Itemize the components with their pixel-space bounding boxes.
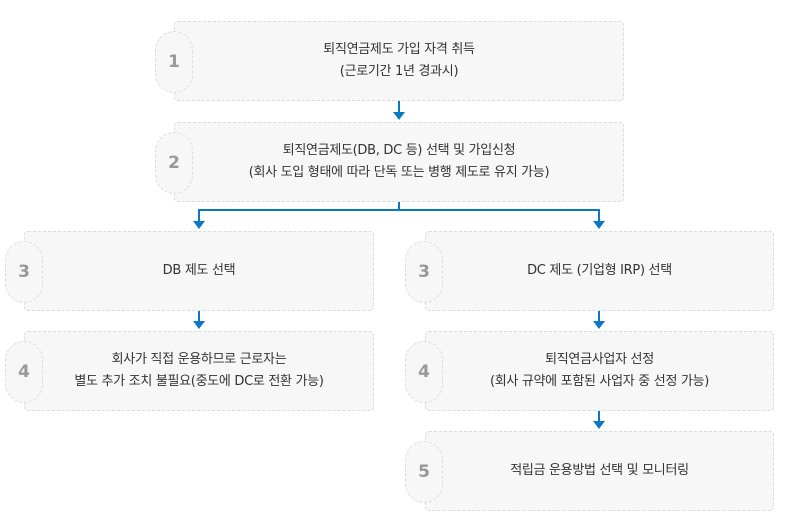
connector-line — [598, 209, 600, 222]
step-1-box: 퇴직연금제도 가입 자격 취득 (근로기간 1년 경과시) — [174, 21, 624, 101]
step-4-db-badge: 4 — [5, 341, 43, 403]
connector-line — [398, 101, 400, 113]
step-1-title: 퇴직연금제도 가입 자격 취득 — [323, 42, 475, 57]
step-1-badge: 1 — [155, 31, 193, 93]
connector-line — [598, 311, 600, 322]
connector-line — [598, 411, 600, 422]
step-5-dc-title: 적립금 운용방법 선택 및 모니터링 — [510, 463, 689, 478]
step-4-dc-line1: 퇴직연금사업자 선정 — [545, 352, 654, 367]
step-2-note: (회사 도입 형태에 따라 단독 또는 병행 제도로 유지 가능) — [248, 165, 550, 180]
step-4-db-line1: 회사가 직접 운용하므로 근로자는 — [111, 352, 287, 367]
step-4-db-box: 회사가 직접 운용하므로 근로자는 별도 추가 조치 불필요(중도에 DC로 전… — [24, 331, 374, 411]
connector-line — [198, 209, 200, 222]
step-4-dc-box: 퇴직연금사업자 선정 (회사 규약에 포함된 사업자 중 선정 가능) — [425, 331, 774, 411]
arrow-down-icon — [593, 321, 605, 329]
step-1-note: (근로기간 1년 경과시) — [339, 64, 459, 79]
step-3-db-badge: 3 — [5, 241, 43, 303]
step-3-dc-title: DC 제도 (기업형 IRP) 선택 — [527, 263, 672, 278]
connector-line — [198, 311, 200, 322]
step-3-db-box: DB 제도 선택 — [24, 231, 374, 311]
connector-line — [198, 209, 600, 211]
step-3-dc-box: DC 제도 (기업형 IRP) 선택 — [425, 231, 774, 311]
step-2-box: 퇴직연금제도(DB, DC 등) 선택 및 가입신청 (회사 도입 형태에 따라… — [174, 122, 624, 202]
step-4-db-line2: 별도 추가 조치 불필요(중도에 DC로 전환 가능) — [74, 374, 324, 389]
step-5-dc-box: 적립금 운용방법 선택 및 모니터링 — [425, 431, 774, 511]
arrow-down-icon — [193, 221, 205, 229]
step-2-title: 퇴직연금제도(DB, DC 등) 선택 및 가입신청 — [282, 143, 516, 158]
arrow-down-icon — [193, 321, 205, 329]
arrow-down-icon — [593, 421, 605, 429]
step-5-dc-badge: 5 — [405, 441, 443, 503]
arrow-down-icon — [593, 221, 605, 229]
step-3-dc-badge: 3 — [405, 241, 443, 303]
step-2-badge: 2 — [155, 132, 193, 194]
arrow-down-icon — [393, 112, 405, 120]
step-3-db-title: DB 제도 선택 — [162, 263, 236, 278]
step-4-dc-badge: 4 — [405, 341, 443, 403]
connector-line — [398, 202, 400, 211]
step-4-dc-line2: (회사 규약에 포함된 사업자 중 선정 가능) — [489, 374, 710, 389]
